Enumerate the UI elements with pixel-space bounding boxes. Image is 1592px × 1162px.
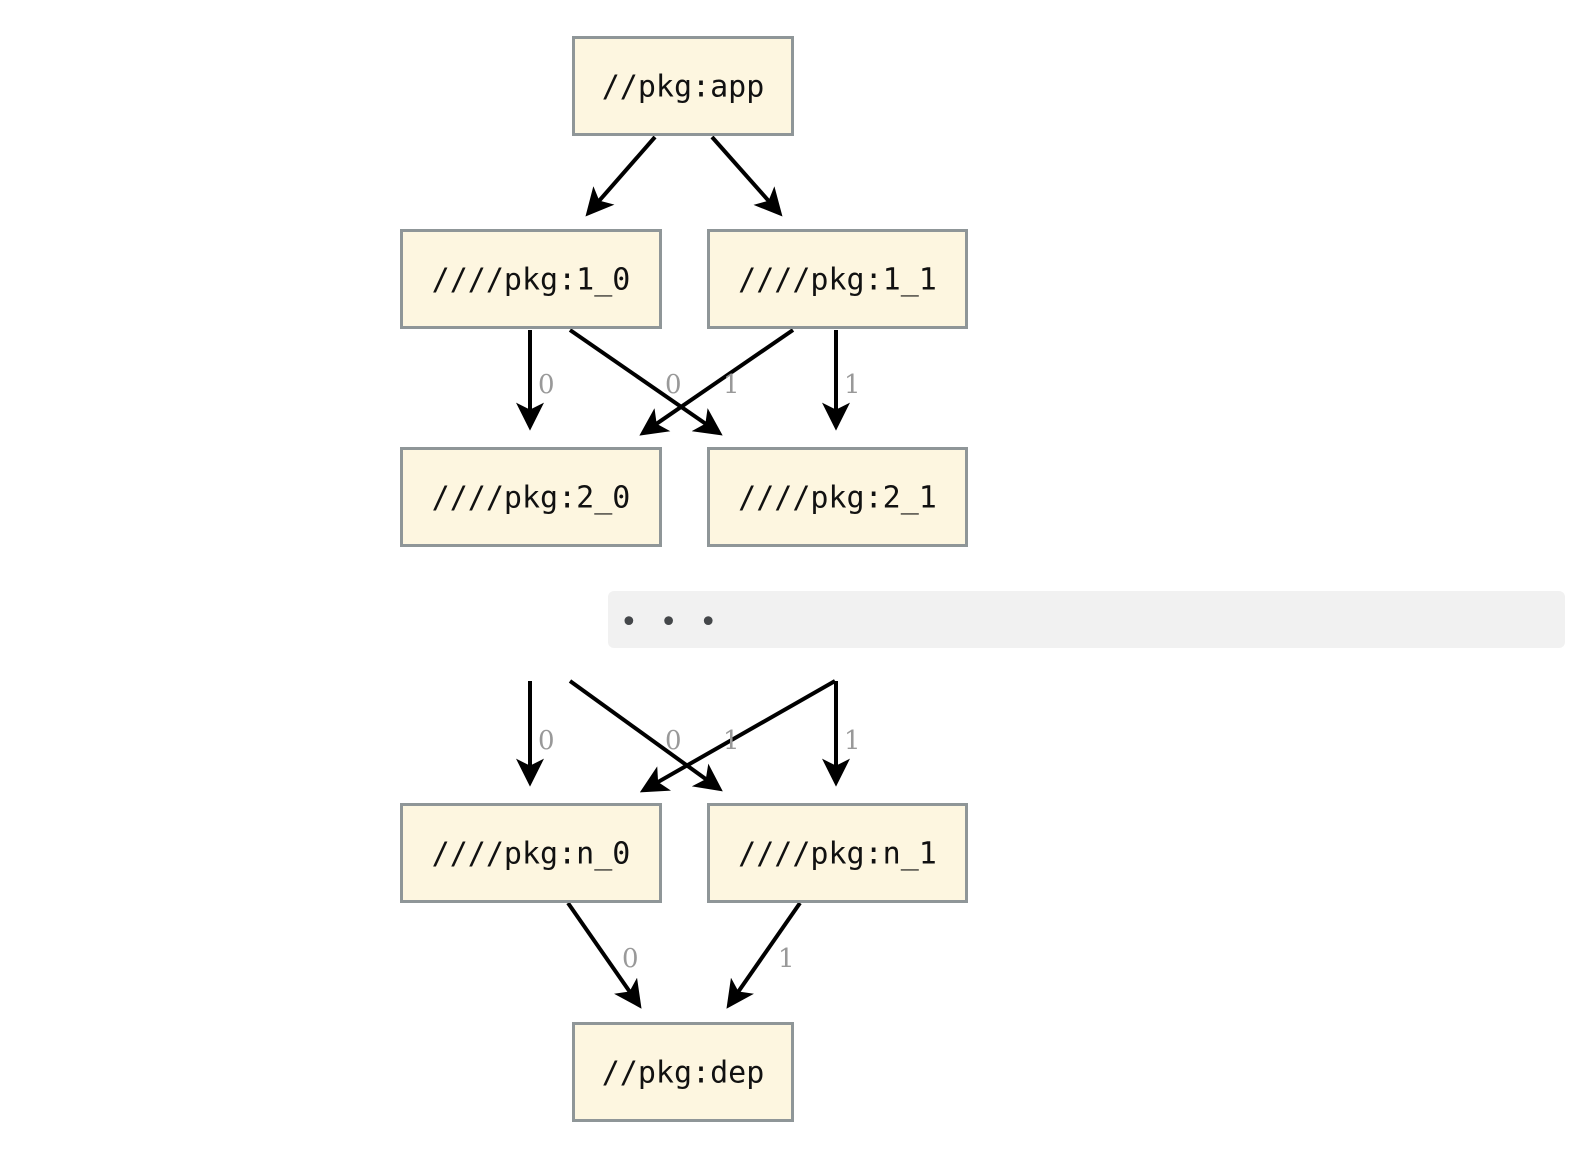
- edge-line: [639, 679, 836, 793]
- edge-line: [710, 135, 783, 217]
- graph-edge: [710, 135, 783, 217]
- node-label: //pkg:app: [602, 70, 765, 105]
- graph-node-nn_1[interactable]: ////pkg:n_1: [707, 803, 968, 903]
- graph-node-nn_0[interactable]: ////pkg:n_0: [400, 803, 662, 903]
- graph-node-dep[interactable]: //pkg:dep: [572, 1022, 794, 1122]
- node-box[interactable]: [572, 36, 794, 136]
- node-label: ////pkg:2_1: [738, 481, 937, 516]
- edge-line: [568, 328, 723, 436]
- edge-label: 0: [622, 944, 639, 974]
- edge-line: [585, 135, 657, 217]
- node-box[interactable]: [707, 803, 968, 903]
- graph-edge: 0: [568, 328, 723, 436]
- graph-edge: 0: [516, 681, 555, 787]
- graph-node-n1_0[interactable]: ////pkg:1_0: [400, 229, 662, 329]
- node-box[interactable]: [400, 229, 662, 329]
- node-label: ////pkg:1_1: [738, 263, 937, 298]
- edge-line: [566, 901, 642, 1009]
- graph-node-n2_0[interactable]: ////pkg:2_0: [400, 447, 662, 547]
- edge-line: [639, 328, 795, 436]
- ellipsis-separator: •••: [608, 591, 1565, 648]
- graph-edge: 0: [566, 901, 642, 1009]
- edge-label: 1: [844, 726, 861, 756]
- edges-layer: 0 0 1 1 0 0 1 1 0 1: [516, 135, 861, 1009]
- nodes-layer: //pkg:app ////pkg:1_0 ////pkg:1_1 ////pkg:2…: [400, 36, 968, 1122]
- graph-edge: 0: [516, 330, 555, 431]
- edge-label: 1: [778, 944, 795, 974]
- edge-label: 0: [665, 370, 682, 400]
- edge-label: 0: [538, 370, 555, 400]
- graph-edge: 0: [568, 679, 723, 792]
- edge-label: 0: [538, 726, 555, 756]
- node-label: ////pkg:n_0: [432, 837, 631, 872]
- node-box[interactable]: [400, 803, 662, 903]
- graph-edge: [585, 135, 657, 217]
- edge-label: 1: [844, 370, 861, 400]
- graph-edge: 1: [822, 330, 861, 431]
- graph-node-app[interactable]: //pkg:app: [572, 36, 794, 136]
- ellipsis-band: [608, 591, 1565, 648]
- node-box[interactable]: [707, 447, 968, 547]
- graph-edge: 1: [726, 901, 802, 1009]
- node-box[interactable]: [400, 447, 662, 547]
- graph-edge: 1: [639, 328, 795, 436]
- node-label: ////pkg:n_1: [738, 837, 937, 872]
- edge-line: [568, 679, 723, 792]
- edge-label: 1: [723, 370, 740, 400]
- edge-label: 0: [665, 726, 682, 756]
- graph-node-n1_1[interactable]: ////pkg:1_1: [707, 229, 968, 329]
- ellipsis-dots: •••: [620, 605, 739, 640]
- node-label: ////pkg:1_0: [432, 263, 631, 298]
- graph-node-n2_1[interactable]: ////pkg:2_1: [707, 447, 968, 547]
- edge-label: 1: [723, 726, 740, 756]
- node-label: ////pkg:2_0: [432, 481, 631, 516]
- node-box[interactable]: [572, 1022, 794, 1122]
- node-label: //pkg:dep: [602, 1056, 765, 1091]
- edge-line: [726, 901, 802, 1009]
- graph-edge: 1: [639, 679, 836, 793]
- graph-edge: 1: [822, 681, 861, 787]
- node-box[interactable]: [707, 229, 968, 329]
